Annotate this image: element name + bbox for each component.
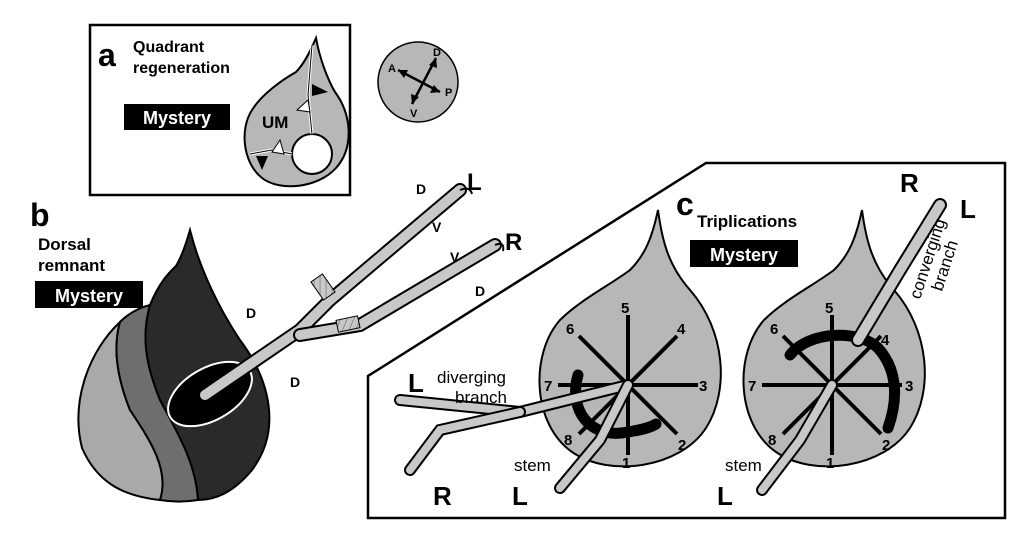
panel-b-title-line1: Dorsal — [38, 235, 91, 254]
panel-c: c Triplications Mystery 1 2 3 4 5 6 — [366, 161, 1007, 520]
right-disc-num-3: 3 — [905, 378, 913, 395]
panel-b-d1: D — [416, 181, 426, 197]
panel-a-badge — [124, 104, 230, 130]
panel-b-v2: V — [450, 249, 460, 265]
right-disc-leg-r: R — [900, 168, 919, 198]
panel-a: a Quadrant regeneration Mystery UM — [88, 23, 352, 197]
right-disc-stem-label: stem — [725, 456, 762, 475]
right-disc-arc — [784, 329, 901, 434]
panel-a-flag-white2 — [271, 138, 285, 155]
panel-c-badge-text: Mystery — [710, 245, 778, 265]
left-disc-num-5: 5 — [621, 300, 629, 317]
right-disc-num-7: 7 — [748, 378, 756, 395]
left-disc-legs — [394, 379, 634, 494]
left-disc-leg-l-top: L — [408, 368, 424, 398]
panel-b: b Dorsal remnant Mystery D D D V V D L R — [30, 169, 522, 503]
left-disc-leg-l-bottom: L — [512, 481, 528, 511]
right-disc-num-5: 5 — [825, 300, 833, 317]
right-disc-num-6: 6 — [770, 321, 778, 338]
panel-c-frame — [366, 161, 1007, 520]
panel-b-leg-r: R — [505, 229, 522, 256]
right-disc: 1 2 3 4 5 6 7 8 converging branch stem R… — [717, 168, 976, 511]
panel-c-badge — [690, 240, 798, 267]
panel-a-flag-lower — [256, 156, 268, 170]
left-disc: 1 2 3 4 5 6 7 8 diverging branch stem L … — [394, 209, 722, 511]
panel-a-title-line1: Quadrant — [133, 39, 205, 56]
left-disc-branch-label-1: diverging — [437, 368, 506, 387]
compass-p: P — [445, 87, 452, 99]
left-disc-num-1: 1 — [622, 455, 630, 472]
right-disc-legs — [756, 198, 947, 496]
left-disc-num-4: 4 — [677, 321, 686, 338]
panel-a-letter: a — [98, 37, 116, 73]
panel-b-title-line2: remnant — [38, 256, 105, 275]
left-disc-stem-label: stem — [514, 456, 551, 475]
panel-a-hole — [291, 133, 333, 175]
left-disc-num-3: 3 — [699, 378, 707, 395]
panel-b-letter: b — [30, 197, 50, 233]
panel-a-um-label: UM — [262, 113, 288, 132]
compass-v: V — [410, 108, 418, 120]
panel-b-d4: D — [475, 283, 485, 299]
compass: D A P V — [377, 41, 459, 123]
panel-b-badge-text: Mystery — [55, 286, 123, 306]
right-disc-num-1: 1 — [826, 455, 834, 472]
panel-c-letter: c — [676, 186, 694, 222]
left-disc-num-6: 6 — [566, 321, 574, 338]
left-disc-leg-r: R — [433, 481, 452, 511]
panel-b-d2: D — [246, 305, 256, 321]
right-disc-num-4: 4 — [881, 332, 890, 349]
right-disc-leg-l-top: L — [960, 194, 976, 224]
panel-a-title-line2: regeneration — [133, 60, 230, 77]
left-disc-num-7: 7 — [544, 378, 552, 395]
panel-b-disc-dark — [144, 226, 271, 502]
panel-a-flag-white — [295, 99, 311, 113]
left-disc-num-2: 2 — [678, 437, 686, 454]
left-disc-branch-label-2: branch — [455, 388, 507, 407]
left-disc-num-8: 8 — [564, 432, 572, 449]
compass-a: A — [388, 63, 396, 75]
compass-d: D — [433, 47, 441, 59]
panel-b-legs — [198, 183, 505, 402]
panel-b-d3: D — [290, 374, 300, 390]
panel-a-flag-upper — [312, 84, 328, 96]
right-disc-num-2: 2 — [882, 437, 890, 454]
panel-b-leg-l: L — [467, 169, 482, 196]
panel-c-title: Triplications — [697, 212, 797, 231]
panel-b-badge — [35, 281, 143, 308]
right-disc-num-8: 8 — [768, 432, 776, 449]
panel-a-frame — [88, 23, 352, 197]
right-disc-leg-l-bottom: L — [717, 481, 733, 511]
panel-a-badge-text: Mystery — [143, 108, 211, 128]
panel-b-v1: V — [432, 219, 442, 235]
compass-disc — [377, 41, 459, 123]
